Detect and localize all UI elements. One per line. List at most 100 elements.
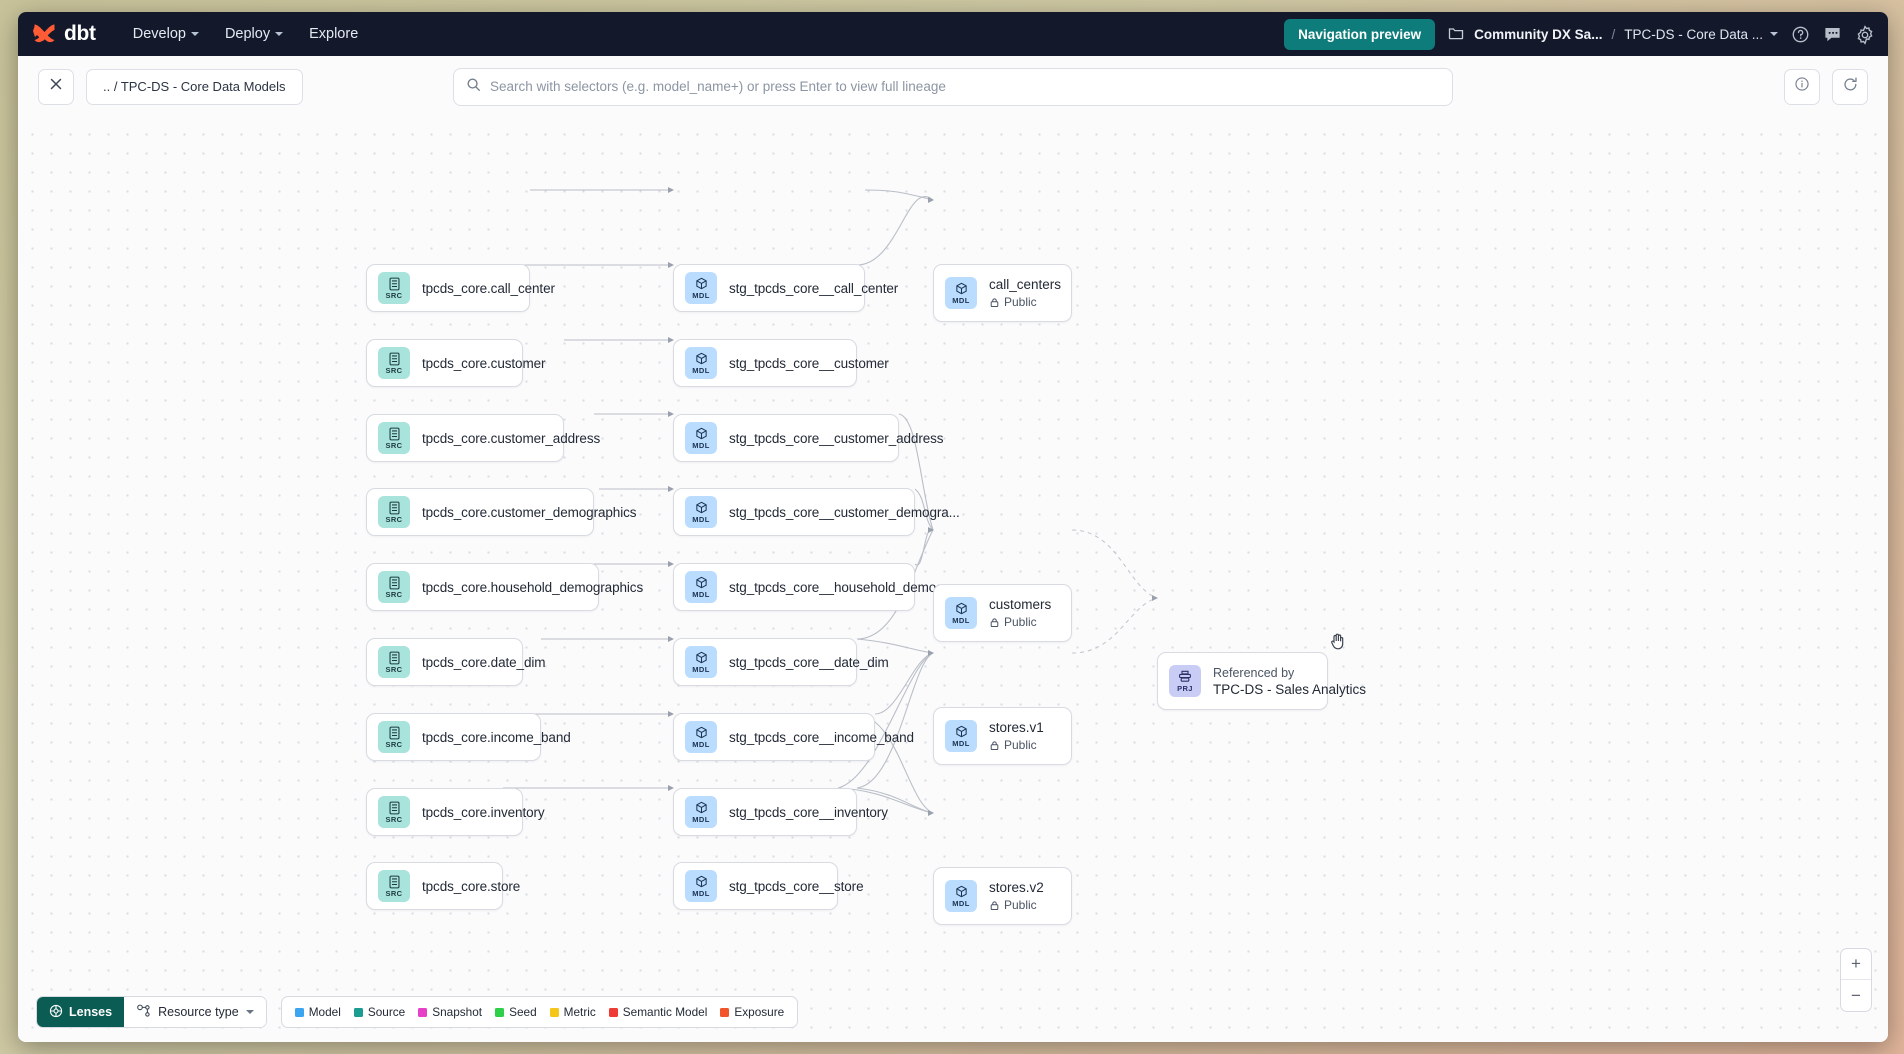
- resource-type-legend: Model Source Snapshot Seed Metric: [280, 996, 799, 1028]
- resource-type-label: Resource type: [158, 1005, 239, 1019]
- access-label: Public: [1004, 898, 1037, 912]
- model-badge-text: MDL: [692, 514, 710, 524]
- project-badge-icon: PRJ: [1169, 665, 1201, 697]
- zoom-in-button[interactable]: +: [1841, 949, 1871, 980]
- breadcrumb-account[interactable]: Community DX Sa...: [1474, 26, 1603, 42]
- graph-node-mart[interactable]: MDL stores.v2 Public: [933, 867, 1072, 925]
- access-badge: Public: [989, 295, 1061, 309]
- cube-icon: [695, 277, 708, 291]
- resource-type-dropdown[interactable]: Resource type: [124, 997, 266, 1027]
- refresh-button[interactable]: [1832, 68, 1868, 105]
- node-label: tpcds_core.date_dim: [422, 654, 546, 670]
- graph-node-source[interactable]: SRC tpcds_core.customer_demographics: [366, 488, 637, 536]
- lenses-label: Lenses: [69, 1005, 113, 1019]
- graph-node-model[interactable]: MDL stg_tpcds_core__call_center: [673, 264, 898, 312]
- model-badge-text: MDL: [692, 888, 710, 898]
- node-label: tpcds_core.inventory: [422, 804, 545, 820]
- database-icon: [388, 352, 401, 366]
- chevron-down-icon[interactable]: [1770, 32, 1778, 36]
- node-label: tpcds_core.customer_address: [422, 430, 601, 446]
- graph-node-mart[interactable]: MDL customers Public: [933, 584, 1072, 642]
- node-text-group: stores.v2 Public: [989, 880, 1044, 912]
- search-input[interactable]: [490, 79, 1440, 94]
- source-badge-text: SRC: [385, 514, 403, 524]
- node-label: stg_tpcds_core__call_center: [729, 280, 899, 296]
- breadcrumb-path-button[interactable]: .. / TPC-DS - Core Data Models: [86, 68, 303, 105]
- lenses-group: Lenses Resource type: [36, 996, 267, 1028]
- nav-item-deploy[interactable]: Deploy: [216, 20, 292, 48]
- nav-item-explore[interactable]: Explore: [300, 20, 367, 48]
- graph-node-model[interactable]: MDL stg_tpcds_core__date_dim: [673, 638, 889, 686]
- graph-node-source[interactable]: SRC tpcds_core.household_demographics: [366, 563, 643, 611]
- graph-node-mart[interactable]: MDL stores.v1 Public: [933, 707, 1072, 765]
- graph-node-model[interactable]: MDL stg_tpcds_core__inventory: [673, 788, 888, 836]
- navigation-preview-button[interactable]: Navigation preview: [1284, 18, 1436, 50]
- chevron-down-icon: [275, 32, 284, 36]
- search-icon: [466, 77, 481, 97]
- database-icon: [388, 501, 401, 515]
- graph-node-source[interactable]: SRC tpcds_core.date_dim: [366, 638, 546, 686]
- lineage-search[interactable]: [453, 67, 1453, 106]
- graph-node-mart[interactable]: MDL call_centers Public: [933, 264, 1072, 322]
- model-badge-icon: MDL: [945, 720, 977, 752]
- model-badge-text: MDL: [952, 615, 970, 625]
- source-badge-text: SRC: [385, 365, 403, 375]
- project-icon: [1178, 670, 1192, 684]
- settings-icon[interactable]: [1855, 24, 1874, 45]
- breadcrumb: Community DX Sa... / TPC-DS - Core Data …: [1448, 25, 1778, 44]
- graph-node-source[interactable]: SRC tpcds_core.inventory: [366, 788, 545, 836]
- lenses-button[interactable]: Lenses: [37, 997, 125, 1027]
- graph-node-model[interactable]: MDL stg_tpcds_core__store: [673, 862, 864, 910]
- source-badge-text: SRC: [385, 290, 403, 300]
- cube-icon: [955, 602, 968, 616]
- nav-item-develop[interactable]: Develop: [124, 20, 208, 48]
- legend-swatch: [720, 1007, 730, 1017]
- graph-node-source[interactable]: SRC tpcds_core.customer: [366, 339, 546, 387]
- project-name-label: TPC-DS - Sales Analytics: [1213, 681, 1367, 697]
- node-label: tpcds_core.income_band: [422, 729, 571, 745]
- legend-swatch: [495, 1007, 505, 1017]
- graph-node-source[interactable]: SRC tpcds_core.store: [366, 862, 520, 910]
- breadcrumb-project[interactable]: TPC-DS - Core Data ...: [1624, 26, 1763, 42]
- legend-label: Seed: [509, 1005, 537, 1019]
- lock-icon: [989, 740, 1000, 751]
- graph-node-model[interactable]: MDL stg_tpcds_core__customer: [673, 339, 889, 387]
- graph-node-project[interactable]: PRJ Referenced by TPC-DS - Sales Analyti…: [1157, 652, 1366, 710]
- cube-icon: [695, 501, 708, 515]
- source-badge-icon: SRC: [378, 496, 410, 528]
- source-badge-icon: SRC: [378, 571, 410, 603]
- node-label: stores.v2: [989, 880, 1044, 895]
- graph-node-source[interactable]: SRC tpcds_core.customer_address: [366, 414, 600, 462]
- feedback-icon[interactable]: [1823, 25, 1842, 44]
- info-button[interactable]: [1784, 68, 1820, 105]
- lineage-canvas[interactable]: SRC tpcds_core.call_center SRC tpcds_cor…: [18, 118, 1888, 1042]
- node-label: customers: [989, 597, 1052, 612]
- close-lineage-button[interactable]: [38, 68, 74, 105]
- app-window: dbt Develop Deploy Explore Navigation pr…: [18, 12, 1888, 1042]
- graph-node-source[interactable]: SRC tpcds_core.income_band: [366, 713, 571, 761]
- source-badge-text: SRC: [385, 888, 403, 898]
- lineage-bottom-bar: Lenses Resource type Model: [36, 996, 799, 1028]
- graph-node-model[interactable]: MDL stg_tpcds_core__customer_demogra...: [673, 488, 960, 536]
- lineage-toolbar: .. / TPC-DS - Core Data Models: [18, 56, 1888, 118]
- node-label: stg_tpcds_core__date_dim: [729, 654, 889, 670]
- legend-label: Snapshot: [432, 1005, 483, 1019]
- help-icon[interactable]: [1791, 25, 1810, 44]
- node-label: stg_tpcds_core__customer_address: [729, 430, 944, 446]
- source-badge-text: SRC: [385, 440, 403, 450]
- legend-swatch: [608, 1007, 618, 1017]
- source-badge-icon: SRC: [378, 422, 410, 454]
- graph-node-model[interactable]: MDL stg_tpcds_core__income_band: [673, 713, 914, 761]
- dbt-logo[interactable]: dbt: [32, 22, 96, 46]
- legend-swatch: [418, 1007, 428, 1017]
- graph-node-source[interactable]: SRC tpcds_core.call_center: [366, 264, 555, 312]
- graph-node-model[interactable]: MDL stg_tpcds_core__household_demogr...: [673, 563, 958, 611]
- graph-node-model[interactable]: MDL stg_tpcds_core__customer_address: [673, 414, 944, 462]
- node-label: stg_tpcds_core__household_demogr...: [729, 579, 959, 595]
- zoom-out-button[interactable]: −: [1851, 985, 1861, 1005]
- nav-item-develop-label: Develop: [132, 26, 186, 42]
- node-text-group: customers Public: [989, 597, 1051, 629]
- legend-label: Source: [367, 1005, 406, 1019]
- model-badge-icon: MDL: [685, 272, 717, 304]
